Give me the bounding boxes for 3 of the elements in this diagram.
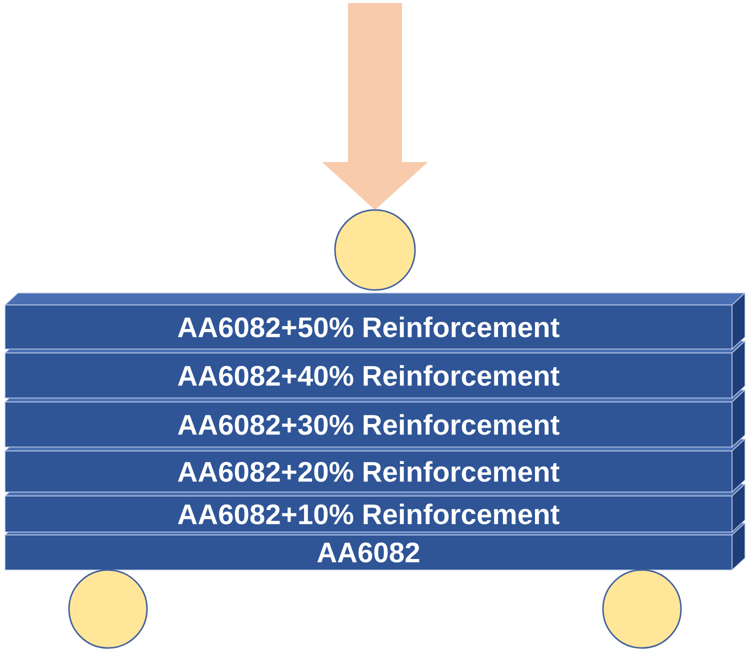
support-roller — [68, 569, 148, 649]
loading-roller — [334, 209, 416, 291]
support-roller — [602, 569, 682, 649]
